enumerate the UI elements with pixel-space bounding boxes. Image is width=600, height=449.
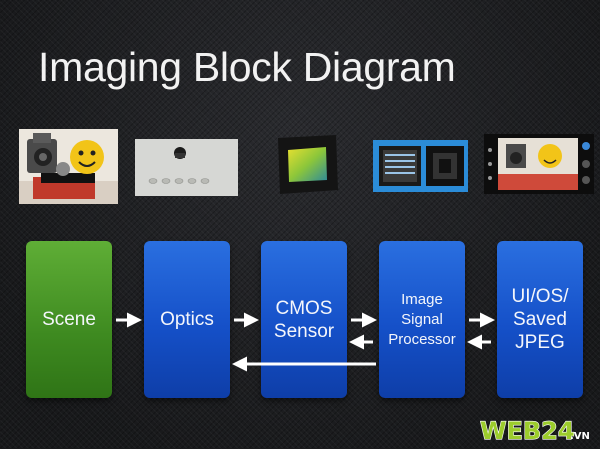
page-title: Imaging Block Diagram <box>38 44 456 90</box>
scene-label: Scene <box>42 309 96 330</box>
web24-logo: WEB24 .VN <box>478 416 596 449</box>
scene-block: Scene <box>26 241 112 398</box>
lens-elements-photo <box>135 139 238 196</box>
web24-suffix: .VN <box>570 431 590 442</box>
processor-chip-photo <box>373 140 468 192</box>
optics-label: Optics <box>160 309 214 330</box>
cmos-sensor-label: CMOS Sensor <box>273 297 335 342</box>
camera-screen-photo <box>484 134 594 194</box>
scene-photo <box>19 129 118 204</box>
image-signal-processor-label: Image Signal Processor <box>388 290 456 348</box>
ui-os-saved-jpeg-label: UI/OS/ Saved JPEG <box>511 286 569 353</box>
optics-block: Optics <box>144 241 230 398</box>
cmos-sensor-chip-photo <box>272 132 340 198</box>
cmos-sensor-block: CMOS Sensor <box>261 241 347 398</box>
web24-brand: WEB24 <box>480 417 575 444</box>
ui-os-saved-jpeg-block: UI/OS/ Saved JPEG <box>497 241 583 398</box>
image-signal-processor-block: Image Signal Processor <box>379 241 465 398</box>
